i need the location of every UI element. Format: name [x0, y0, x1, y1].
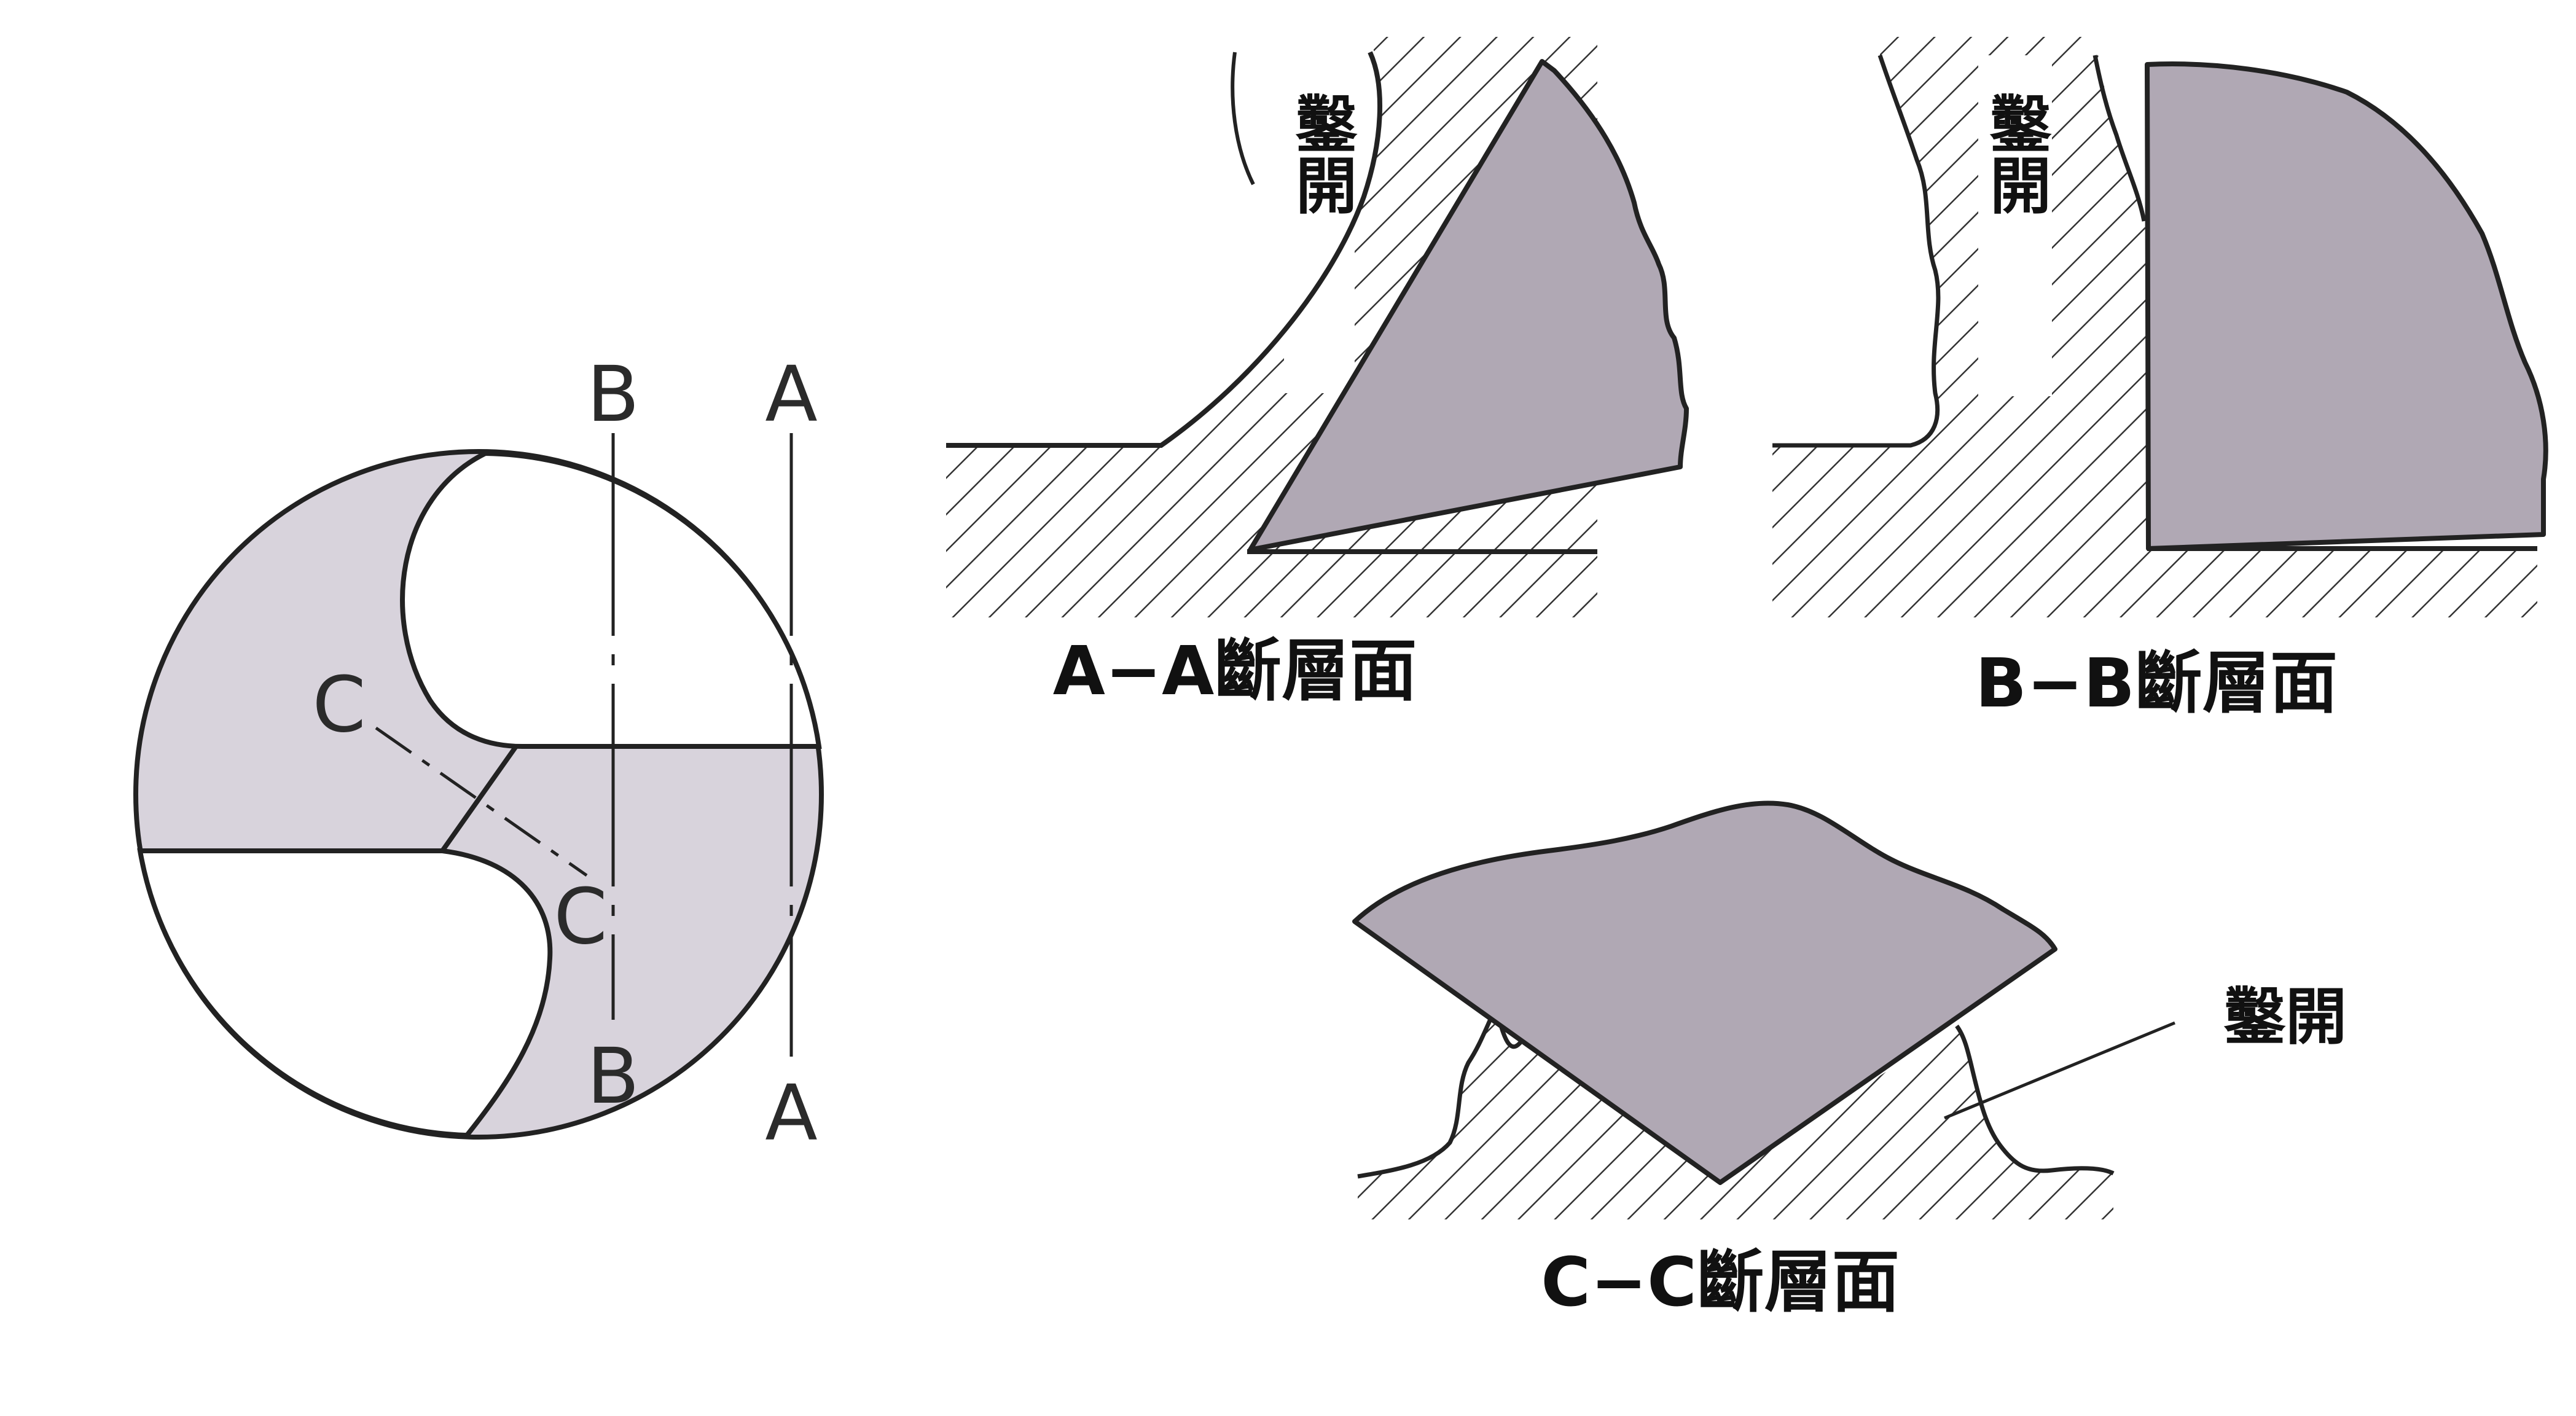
cc-right-wall — [1955, 1024, 2115, 1176]
cc-caption: C−C斷層面 — [1541, 1243, 1900, 1321]
section-aa: 鑿開 A−A斷層面 — [946, 37, 1689, 710]
bb-caption: B−B斷層面 — [1975, 644, 2338, 722]
cc-crack-label: 鑿開 — [2223, 981, 2347, 1053]
bb-chip — [2145, 61, 2548, 551]
bb-crack-label: 鑿開 — [1979, 92, 2052, 215]
bb-left-wall — [1772, 54, 1941, 448]
aa-cavity-inner — [1231, 52, 1255, 186]
drill-end-view: B A C C B A — [133, 350, 824, 1158]
aa-crack-label: 鑿開 — [1285, 92, 1358, 215]
label-b-bottom: B — [587, 1032, 640, 1121]
aa-crack-channel — [1284, 55, 1355, 393]
label-c-upper: C — [312, 660, 366, 749]
aa-caption: A−A斷層面 — [1053, 632, 1417, 710]
bb-right-wall — [2093, 55, 2147, 222]
section-line-c — [375, 726, 588, 877]
label-a-bottom: A — [765, 1069, 818, 1158]
bb-crack-channel — [1978, 55, 2052, 396]
section-cc: 鑿開 C−C斷層面 — [1352, 800, 2347, 1321]
label-c-lower: C — [554, 872, 607, 961]
bb-workpiece-hatch — [1772, 37, 2537, 617]
lower-flute — [137, 848, 553, 1138]
section-bb: 鑿開 B−B斷層面 — [1772, 37, 2548, 722]
label-a-top: A — [765, 350, 818, 439]
cc-chip — [1352, 800, 2057, 1185]
chisel-edge — [440, 745, 519, 853]
aa-cavity-wall — [946, 51, 1383, 448]
cc-leader-line — [1944, 1021, 2175, 1120]
aa-chip — [1248, 59, 1689, 552]
label-b-top: B — [587, 350, 640, 439]
upper-flute — [400, 450, 822, 749]
